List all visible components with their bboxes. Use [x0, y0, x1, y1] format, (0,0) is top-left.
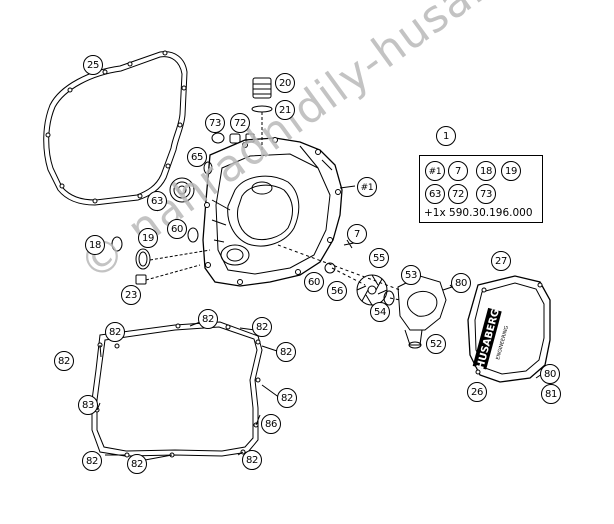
label-63: 63: [147, 191, 167, 211]
kit-contents-box: #1 7 18 19 63 72 73 +1x 590.30.196.000: [419, 155, 543, 223]
kit-item-19: 19: [501, 161, 521, 181]
kit-note: +1x 590.30.196.000: [424, 207, 533, 219]
gasket-top-left: [43, 51, 188, 206]
cover-logo-text: HUSABERG: [475, 308, 502, 371]
label-81: 81: [541, 384, 561, 404]
label-56: 56: [327, 281, 347, 301]
label-20: 20: [275, 73, 295, 93]
label-65: 65: [187, 147, 207, 167]
label-80-right: 80: [540, 364, 560, 384]
label-82-c: 82: [105, 322, 125, 342]
kit-item-73: 73: [476, 184, 496, 204]
label-82-h: 82: [127, 454, 147, 474]
cover-logo-subtext: ENGINEERING: [495, 325, 510, 360]
label-72: 72: [230, 113, 250, 133]
label-54: 54: [370, 302, 390, 322]
ignition-cover: [467, 275, 551, 383]
label-hash-1: #1: [357, 177, 377, 197]
label-60: 60: [167, 219, 187, 239]
pump-cover: [397, 275, 447, 331]
kit-item-72: 72: [448, 184, 468, 204]
label-26: 26: [467, 382, 487, 402]
label-82-g: 82: [82, 451, 102, 471]
impeller: [356, 274, 388, 306]
label-23: 23: [121, 285, 141, 305]
label-82-e: 82: [54, 351, 74, 371]
label-82-d: 82: [276, 342, 296, 362]
cover-logo: HUSABERG ENGINEERING: [472, 308, 510, 371]
label-27: 27: [491, 251, 511, 271]
label-55: 55: [369, 248, 389, 268]
clutch-cover: [202, 137, 343, 287]
kit-item-7: 7: [448, 161, 468, 181]
label-7: 7: [347, 224, 367, 244]
label-18: 18: [85, 235, 105, 255]
kit-item-18: 18: [476, 161, 496, 181]
label-19: 19: [138, 228, 158, 248]
label-60-lower: 60: [304, 272, 324, 292]
label-52: 52: [426, 334, 446, 354]
kit-number-label: 1: [436, 126, 456, 146]
label-82-f: 82: [277, 388, 297, 408]
label-21: 21: [275, 100, 295, 120]
label-53: 53: [401, 265, 421, 285]
kit-item-63: 63: [425, 184, 445, 204]
label-73: 73: [205, 113, 225, 133]
label-25: 25: [83, 55, 103, 75]
label-83: 83: [78, 395, 98, 415]
label-82-b: 82: [252, 317, 272, 337]
label-86: 86: [261, 414, 281, 434]
label-82-i: 82: [242, 450, 262, 470]
label-82-a: 82: [198, 309, 218, 329]
label-80-top: 80: [451, 273, 471, 293]
kit-item-hash-1: #1: [425, 161, 445, 181]
